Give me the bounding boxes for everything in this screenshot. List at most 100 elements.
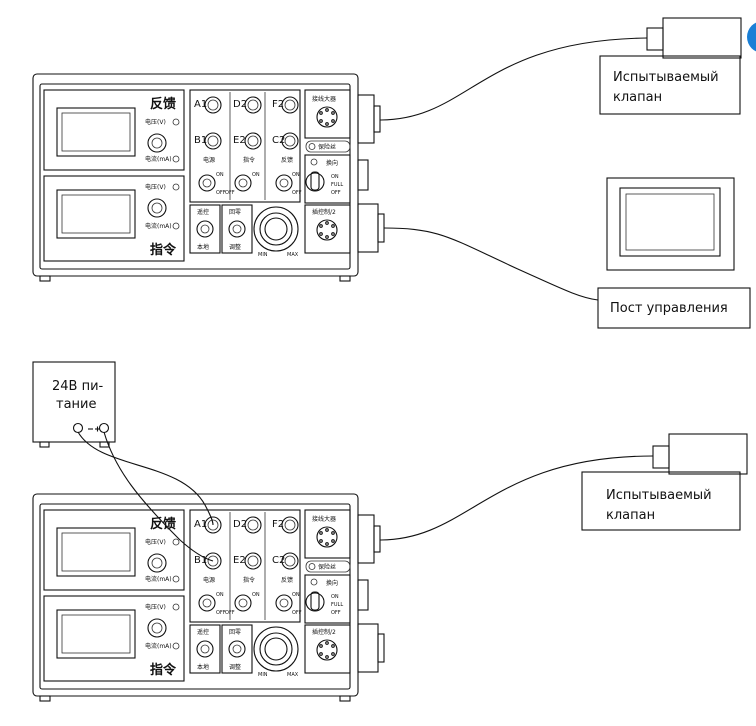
cable-power-minus xyxy=(103,431,214,562)
svg-text:OFF: OFF xyxy=(216,610,226,616)
svg-text:MIN: MIN xyxy=(258,672,268,678)
svg-text:D2: D2 xyxy=(233,99,247,110)
jack-a1: A1 xyxy=(194,96,222,114)
toggle-cmd-b: ON OFF xyxy=(225,592,260,616)
feedback-label-b: 反馈 xyxy=(150,516,176,532)
voltage-label-b2: 电压(V) xyxy=(145,603,166,611)
fb-label: 反馈 xyxy=(281,156,293,164)
jack-d2: D2 xyxy=(233,96,262,114)
zero-label-b: 回零 xyxy=(229,629,241,636)
svg-text:FULL: FULL xyxy=(331,182,343,188)
valve-bottom-line2: клапан xyxy=(606,508,655,523)
remote-label: 遥控 xyxy=(197,208,209,216)
svg-text:E2: E2 xyxy=(233,555,246,566)
current-label-2: 电流(mA) xyxy=(145,222,172,230)
fb-label-b: 反馈 xyxy=(281,576,293,584)
svg-text:ON: ON xyxy=(252,172,260,178)
svg-text:OFF: OFF xyxy=(331,190,341,196)
adjust-label-b: 调整 xyxy=(229,663,241,671)
test-panel-top: 反馈 电压(V) 电流(mA) 电压(V) 电流(mA) 指令 A1 B1 xyxy=(32,73,385,282)
adjust-label: 调整 xyxy=(229,243,241,251)
corner-badge xyxy=(747,22,756,52)
current-label-b: 电流(mA) xyxy=(145,575,172,583)
tested-valve-top: Испытываемый клапан xyxy=(599,17,742,115)
svg-text:FULL: FULL xyxy=(331,602,343,608)
jack-e2: E2 xyxy=(233,132,262,150)
svg-text:F2: F2 xyxy=(272,99,284,110)
zero-label: 回零 xyxy=(229,209,241,216)
control-post-label: Пост управления xyxy=(610,301,728,316)
local-label-b: 本地 xyxy=(197,663,209,671)
voltage-label-2: 电压(V) xyxy=(145,183,166,191)
test-panel-bottom: 反馈 电压(V) 电流(mA) 电压(V) 电流(mA) 指令 A1 B1 D2 xyxy=(32,493,385,702)
svg-text:C2: C2 xyxy=(272,135,285,146)
power-supply-24v: 24В пи- тание xyxy=(32,361,116,448)
svg-text:OFF: OFF xyxy=(292,190,302,196)
cable-power-plus xyxy=(77,431,214,526)
valve-top-line1: Испытываемый xyxy=(613,70,719,85)
svg-text:ON: ON xyxy=(216,592,224,598)
cable-control-post xyxy=(383,227,599,301)
plug-label-b: 插控制/2 xyxy=(312,628,336,636)
svg-text:ON: ON xyxy=(331,594,339,600)
svg-text:A1: A1 xyxy=(194,99,207,110)
jack-b1-b: B1 xyxy=(194,552,222,570)
svg-text:C2: C2 xyxy=(272,555,285,566)
power-label-b: 电源 xyxy=(203,576,215,584)
svg-text:MAX: MAX xyxy=(287,672,299,678)
jack-f2-b: F2 xyxy=(272,516,299,534)
svg-text:OFF: OFF xyxy=(216,190,226,196)
jack-d2-b: D2 xyxy=(233,516,262,534)
svg-text:ON: ON xyxy=(252,592,260,598)
svg-text:B1: B1 xyxy=(194,555,207,566)
cmd-label: 指令 xyxy=(243,156,255,164)
jack-f2: F2 xyxy=(272,96,299,114)
current-label-b2: 电流(mA) xyxy=(145,642,172,650)
power-supply-line2: тание xyxy=(56,397,97,412)
feedback-label: 反馈 xyxy=(150,96,176,112)
voltage-label-b: 电压(V) xyxy=(145,538,166,546)
svg-text:E2: E2 xyxy=(233,135,246,146)
fuse-label-b: 保险丝 xyxy=(318,563,336,571)
switch-label-b: 换向 xyxy=(326,579,338,587)
jack-a1-b: A1 xyxy=(194,516,222,534)
svg-text:ON: ON xyxy=(216,172,224,178)
svg-text:OFF: OFF xyxy=(225,610,235,616)
svg-text:MAX: MAX xyxy=(287,252,299,258)
svg-text:B1: B1 xyxy=(194,135,207,146)
svg-text:OFF: OFF xyxy=(292,610,302,616)
command-label-b: 指令 xyxy=(150,662,177,678)
svg-text:A1: A1 xyxy=(194,519,207,530)
svg-text:OFF: OFF xyxy=(225,190,235,196)
toggle-fb-b: ON OFF xyxy=(275,592,302,616)
sensor-label-b: 接线大器 xyxy=(312,515,336,523)
current-label: 电流(mA) xyxy=(145,155,172,163)
fuse-label: 保险丝 xyxy=(318,143,336,151)
power-supply-line1: 24В пи- xyxy=(52,379,104,394)
control-post-monitor: Пост управления xyxy=(597,177,751,329)
jack-b1: B1 xyxy=(194,132,222,150)
tested-valve-bottom: Испытываемый клапан xyxy=(581,433,748,531)
command-label: 指令 xyxy=(150,242,177,258)
svg-text:MIN: MIN xyxy=(258,252,268,258)
remote-label-b: 遥控 xyxy=(197,628,209,636)
voltage-label: 电压(V) xyxy=(145,118,166,126)
cmd-label-b: 指令 xyxy=(243,576,255,584)
svg-text:ON: ON xyxy=(292,592,300,598)
cable-valve-top xyxy=(379,37,648,121)
toggle-fb: ON OFF xyxy=(275,172,302,196)
jack-c2: C2 xyxy=(272,132,299,150)
svg-text:OFF: OFF xyxy=(331,610,341,616)
plug-label: 插控制/2 xyxy=(312,208,336,216)
switch-label: 换向 xyxy=(326,159,338,167)
power-label: 电源 xyxy=(203,156,215,164)
cable-valve-bottom xyxy=(379,455,654,541)
local-label: 本地 xyxy=(197,243,209,251)
jack-e2-b: E2 xyxy=(233,552,262,570)
svg-text:ON: ON xyxy=(331,174,339,180)
valve-bottom-line1: Испытываемый xyxy=(606,488,712,503)
svg-text:D2: D2 xyxy=(233,519,247,530)
valve-top-line2: клапан xyxy=(613,90,662,105)
toggle-power-b: ON OFF xyxy=(198,592,226,616)
